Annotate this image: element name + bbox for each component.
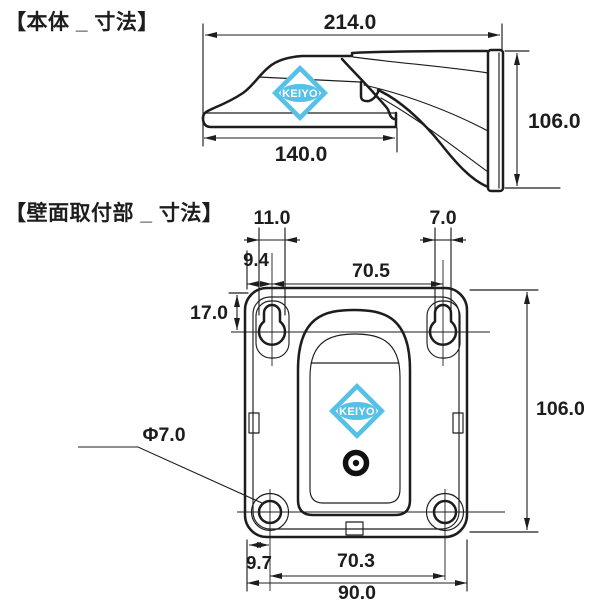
- body-side-view: KEIYO: [201, 48, 505, 193]
- wall-plate-edge-view: [486, 48, 505, 193]
- center-screw-dot: [352, 459, 360, 467]
- keiyo-logo: KEIYO: [329, 383, 385, 439]
- wall-plate-front-view: KEIYO: [231, 253, 505, 591]
- dim-plate-width-label: 90.0: [338, 582, 376, 600]
- logo-band: [337, 402, 377, 420]
- bottom-tab: [345, 521, 364, 536]
- arm-contour-1: [352, 56, 489, 74]
- logo-text: KEIYO: [339, 406, 375, 418]
- plate-outer-outline: [243, 286, 469, 539]
- body-dimensions: 214.0 140.0 106.0: [202, 11, 581, 189]
- dim-top-to-keyhole-label: 17.0: [190, 302, 228, 324]
- dome-and-arm-top-outline: [201, 49, 489, 120]
- body-section-title: 【本体 _ 寸法】: [5, 11, 159, 34]
- dim-hole-pitch-label: 70.3: [337, 550, 375, 572]
- dim-keyhole-pitch-label: 70.5: [352, 260, 390, 282]
- dim-keyhole-circle-label: 11.0: [254, 207, 291, 229]
- arm-contour-3: [380, 97, 489, 173]
- dim-overall-depth-label: 214.0: [324, 11, 377, 34]
- dim-base-width-label: 140.0: [275, 143, 328, 166]
- dim-edge-to-keyhole-label: 9.4: [243, 249, 269, 270]
- keyhole-pocket-right: [426, 300, 461, 359]
- side-notch-right: [452, 412, 464, 434]
- logo-band: [280, 84, 320, 102]
- keiyo-logo: KEIYO: [272, 65, 328, 121]
- dim-body-height-label: 106.0: [528, 110, 581, 133]
- arm-knuckle: [359, 80, 380, 103]
- keyhole-pocket-left: [255, 300, 290, 359]
- logo-text: KEIYO: [282, 88, 318, 100]
- side-notch-left: [248, 412, 260, 434]
- dim-hole-diameter-label: Φ7.0: [142, 424, 185, 446]
- dim-plate-height-label: 106.0: [536, 398, 585, 420]
- wall-plate-dimensions: 11.0 7.0 9.4 70.5 17.0 106.0 Φ7.0 9.7 70…: [78, 207, 585, 600]
- arm-contour-2: [363, 84, 489, 132]
- center-capsule-inner: [309, 333, 401, 504]
- wall-section-title: 【壁面取付部 _ 寸法】: [5, 202, 224, 225]
- center-capsule-outer: [296, 308, 412, 517]
- arm-bottom-outline: [376, 88, 490, 189]
- leader-line: [78, 446, 263, 504]
- dim-keyhole-slot-label: 7.0: [429, 207, 456, 229]
- dim-edge-to-hole-label: 9.7: [246, 552, 272, 573]
- dome-right-slope: [340, 57, 398, 121]
